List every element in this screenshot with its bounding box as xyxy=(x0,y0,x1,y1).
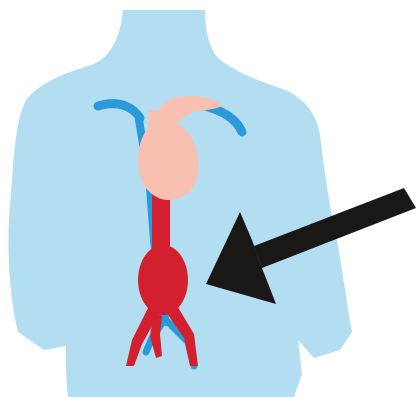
aneurysm-bulge xyxy=(138,245,188,315)
